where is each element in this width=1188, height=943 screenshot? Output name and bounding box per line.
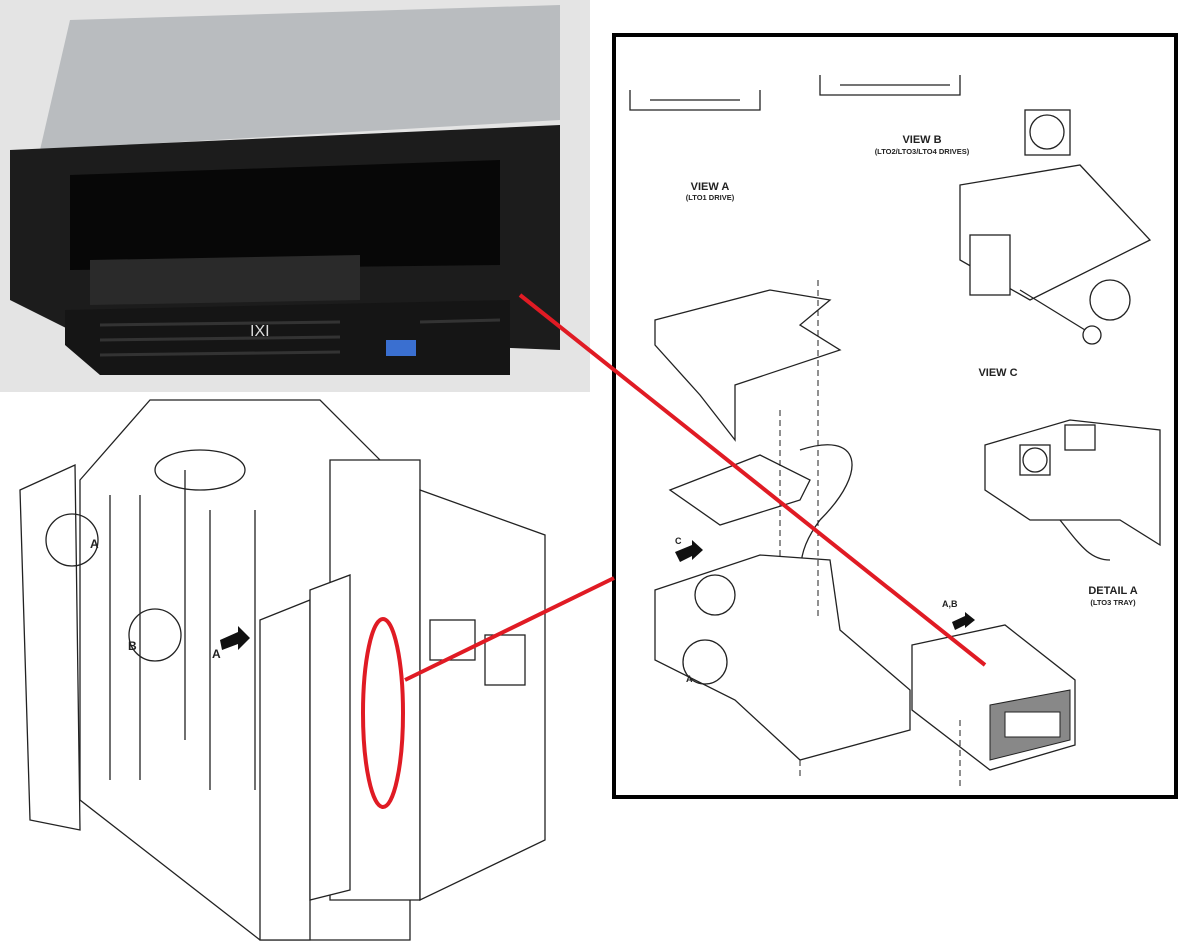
arrow-c-icon (675, 540, 703, 562)
view-c-drawing (959, 109, 1152, 345)
view-c-title: VIEW C (978, 367, 1017, 379)
view-a-subtitle: (LTO1 DRIVE) (686, 193, 735, 202)
top-cover-panel (654, 289, 842, 442)
drive-top-cover (40, 5, 560, 150)
detail-a-drawing (984, 419, 1161, 561)
circuit-board (668, 454, 811, 526)
highlight-ellipse (361, 617, 405, 809)
right-door (419, 489, 546, 902)
view-b-drawing (819, 75, 961, 96)
eject-button (386, 340, 416, 356)
circle-a-label: A (686, 674, 693, 684)
detail-a-subtitle: (LTO3 TRAY) (1090, 598, 1136, 607)
drive-logo: IXI (250, 323, 270, 340)
detail-a-circle (682, 639, 728, 685)
tape-drive-photo: IXI (0, 0, 590, 392)
arrow-ab-icon (952, 612, 975, 630)
view-b-subtitle: (LTO2/LTO3/LTO4 DRIVES) (875, 147, 970, 156)
connector-line-slot (404, 576, 615, 682)
view-a-drawing (629, 90, 761, 111)
drive-tray (654, 554, 911, 761)
callout-a-top: A (90, 537, 99, 551)
tape-slot (70, 160, 500, 270)
arrow-c-label: C (675, 536, 682, 546)
exploded-diagram-panel: VIEW A (LTO1 DRIVE) VIEW B (LTO2/LTO3/LT… (612, 33, 1178, 799)
callout-a-arrow: A (212, 647, 221, 661)
detail-a-title: DETAIL A (1088, 585, 1137, 597)
callout-b: B (128, 639, 137, 653)
view-b-title: VIEW B (902, 134, 941, 146)
tape-library-drawing: A B A (19, 399, 546, 941)
connector-line-drive (518, 293, 987, 667)
arrow-ab-label: A,B (942, 599, 958, 609)
arrow-a-icon (220, 626, 250, 650)
view-a-title: VIEW A (691, 181, 730, 193)
left-door (19, 463, 81, 831)
